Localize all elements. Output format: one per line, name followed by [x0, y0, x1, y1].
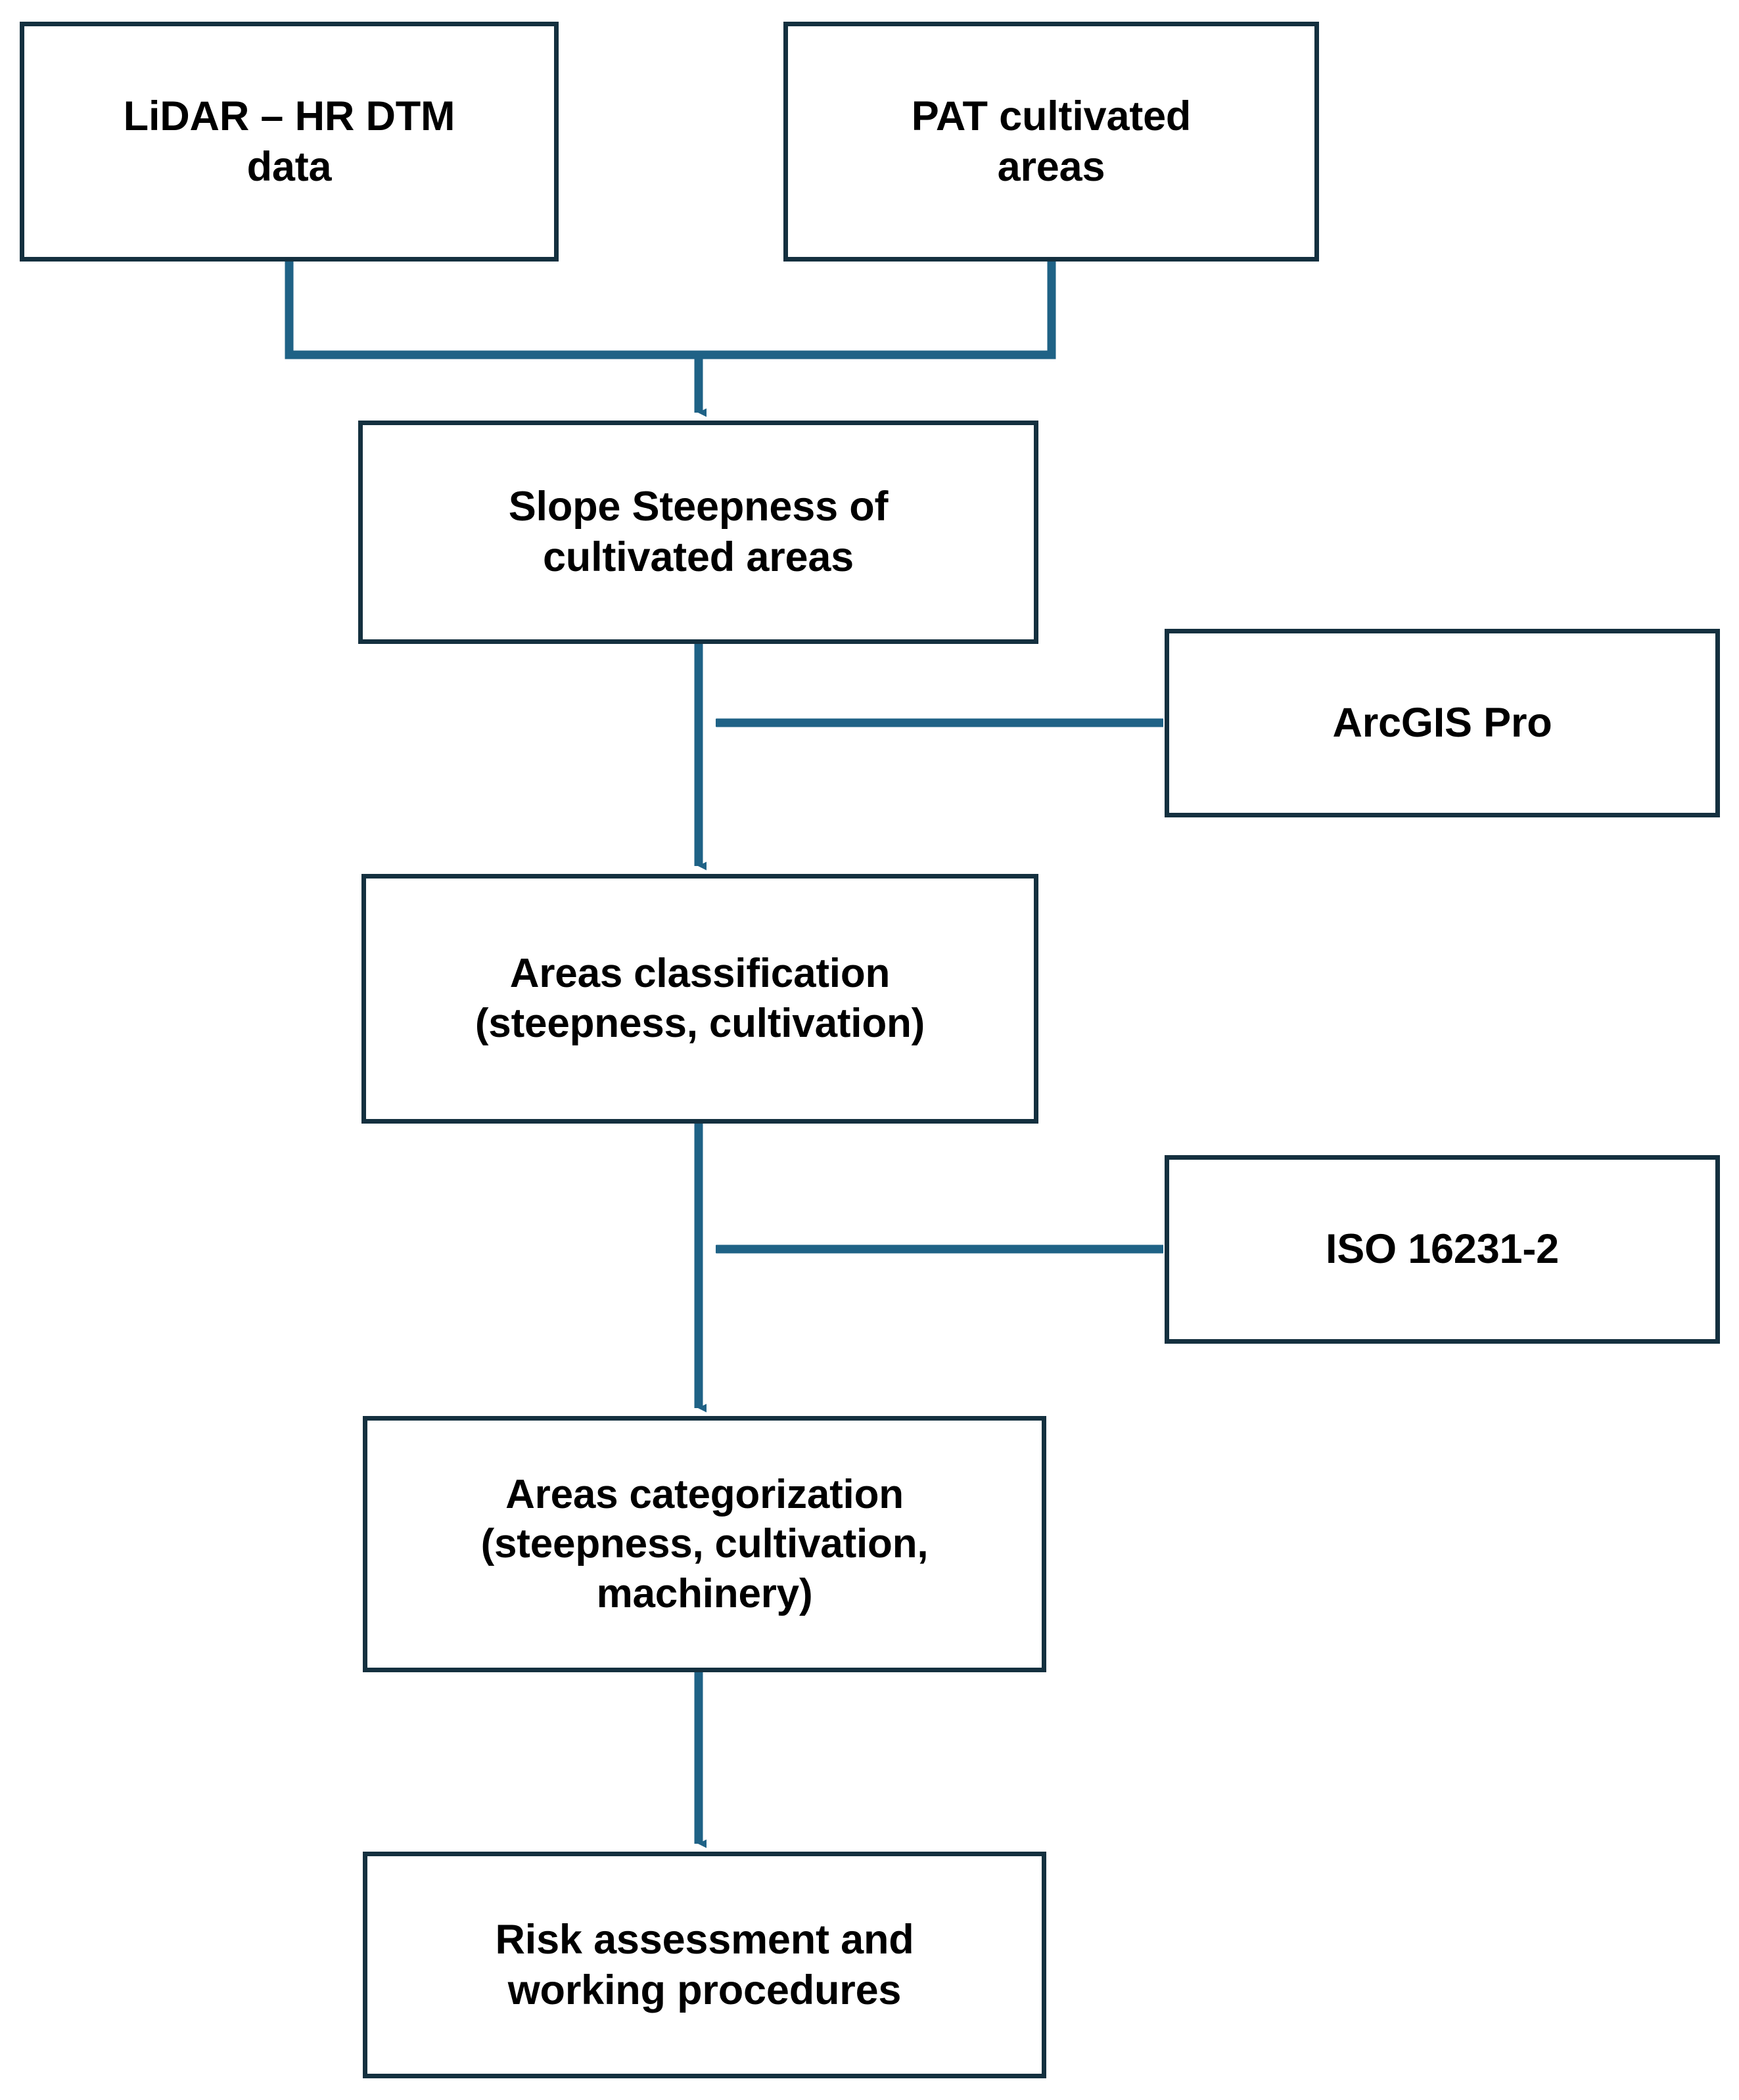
node-pat-cultivated-areas[interactable]: PAT cultivated areas: [783, 22, 1319, 262]
node-label: ArcGIS Pro: [1332, 700, 1552, 746]
node-label: Areas categorization (steepness, cultiva…: [480, 1471, 929, 1616]
node-areas-classification[interactable]: Areas classification (steepness, cultiva…: [361, 874, 1038, 1124]
node-areas-categorization[interactable]: Areas categorization (steepness, cultiva…: [363, 1416, 1046, 1672]
node-label: PAT cultivated areas: [911, 93, 1192, 190]
node-label: ISO 16231-2: [1325, 1226, 1560, 1273]
node-lidar-hr-dtm-data[interactable]: LiDAR – HR DTM data: [20, 22, 559, 262]
node-label: Areas classification (steepness, cultiva…: [475, 951, 925, 1046]
node-risk-assessment-and-working-procedures[interactable]: Risk assessment and working procedures: [363, 1852, 1046, 2078]
node-label: LiDAR – HR DTM data: [123, 93, 455, 190]
node-arcgis-pro[interactable]: ArcGIS Pro: [1165, 629, 1720, 817]
node-label: Slope Steepness of cultivated areas: [508, 484, 889, 580]
node-label: Risk assessment and working procedures: [495, 1916, 914, 2013]
edge-pat-to-slope: [699, 262, 1056, 359]
node-iso-16231-2[interactable]: ISO 16231-2: [1165, 1155, 1720, 1344]
node-slope-steepness-of-cultivated-areas[interactable]: Slope Steepness of cultivated areas: [358, 421, 1038, 644]
edge-lidar-to-slope: [285, 262, 699, 359]
